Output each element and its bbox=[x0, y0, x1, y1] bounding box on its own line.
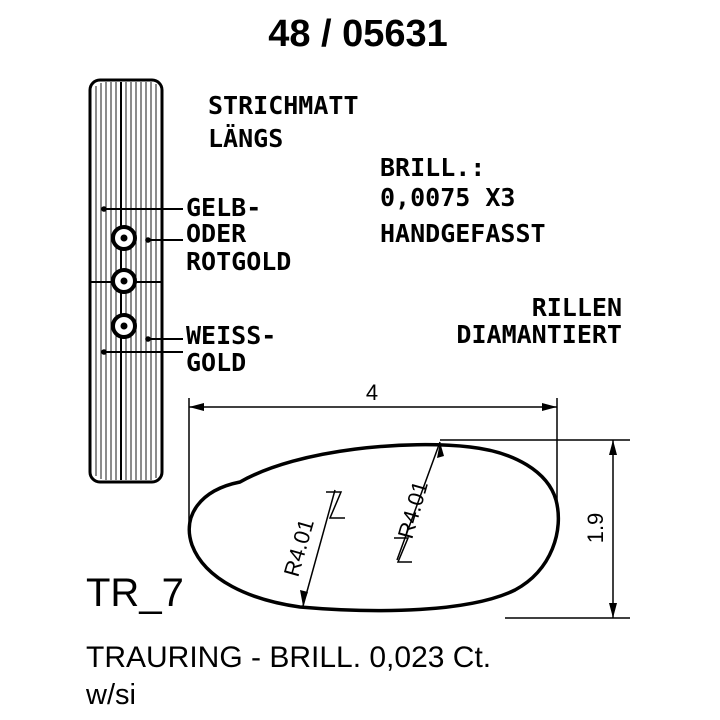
ring-band-view bbox=[88, 78, 164, 484]
material-top-line-3: ROTGOLD bbox=[186, 247, 291, 276]
diamond-setting-2 bbox=[111, 268, 137, 294]
width-value: 4 bbox=[366, 380, 378, 405]
height-arrow-top bbox=[609, 440, 617, 455]
profile-outline bbox=[187, 442, 561, 613]
radius-right-center-mark bbox=[394, 537, 412, 563]
material-leader-lines bbox=[104, 208, 183, 353]
grooves-label-line-1: RILLEN bbox=[532, 293, 622, 322]
material-top-line-2: ODER bbox=[186, 219, 247, 248]
width-arrow-right bbox=[542, 403, 557, 411]
height-arrow-bottom bbox=[609, 603, 617, 618]
diamond-setting-1 bbox=[111, 225, 137, 251]
profile-code: TR_7 bbox=[86, 571, 184, 615]
width-arrow-left bbox=[189, 403, 204, 411]
radius-left-line bbox=[302, 489, 336, 607]
radius-left-center-mark bbox=[326, 491, 345, 519]
product-description: TRAURING - BRILL. 0,023 Ct. bbox=[86, 641, 491, 674]
article-number: 48 / 05631 bbox=[268, 13, 448, 55]
radius-left-arrow bbox=[300, 590, 308, 606]
diamond-label-line-2: 0,0075 X3 bbox=[380, 183, 515, 212]
material-bottom-line-1: WEISS- bbox=[186, 321, 276, 350]
material-top-line-1: GELB- bbox=[186, 193, 261, 222]
diamond-label-line-3: HANDGEFASST bbox=[380, 219, 546, 248]
radius-right-line bbox=[396, 441, 441, 561]
finish-label-line-2: LÄNGS bbox=[208, 123, 283, 153]
finish-label-line-1: STRICHMATT bbox=[208, 91, 359, 120]
color-code: w/si bbox=[85, 679, 136, 711]
diamond-setting-3 bbox=[111, 313, 137, 339]
grooves-label-line-2: DIAMANTIERT bbox=[456, 320, 622, 349]
material-bottom-line-2: GOLD bbox=[186, 348, 246, 377]
height-value: 1.9 bbox=[583, 513, 608, 544]
radius-right-arrow bbox=[437, 442, 444, 458]
diamond-label-line-1: BRILL.: bbox=[380, 153, 485, 182]
profile-cross-section: 4 1.9 R4.01 R4.01 bbox=[187, 380, 630, 619]
